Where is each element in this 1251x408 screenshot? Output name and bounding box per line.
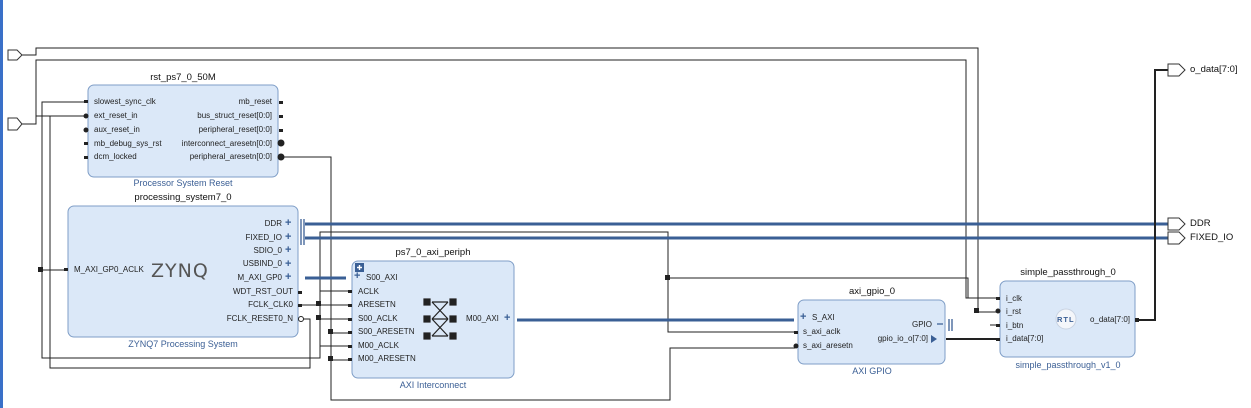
window-edge-strip: [0, 0, 3, 408]
ps7-block-type: ZYNQ7 Processing System: [128, 339, 238, 349]
rst-pin-ext-reset-in: ext_reset_in: [94, 111, 138, 120]
gpio-pin-gpio-io-o: gpio_io_o[7:0]: [877, 334, 928, 343]
periph-pin-aresetn: ARESETN: [358, 300, 396, 309]
periph-pin-s00-aresetn: S00_ARESETN: [358, 327, 415, 336]
rst-block-name: rst_ps7_0_50M: [150, 72, 216, 83]
ddr-port-icon: [1167, 217, 1186, 231]
wire-ext-reset: [21, 115, 86, 125]
junction-dot: [38, 267, 43, 272]
periph-pin-aclk: ACLK: [358, 287, 379, 296]
ps7-pin-sdio-0: SDIO_0: [253, 246, 282, 255]
gpio-block-name: axi_gpio_0: [849, 286, 895, 297]
ps7-pin-ddr: DDR: [264, 219, 282, 228]
plus-icon: [355, 263, 364, 272]
periph-pin-s00-axi: S00_AXI: [366, 273, 398, 282]
junction-dot: [974, 308, 979, 313]
ps7-block: [67, 205, 299, 338]
junction-dot: [328, 329, 333, 334]
sp-pin-i-btn: i_btn: [1006, 321, 1024, 330]
gpio-out-arrow-icon: [931, 335, 937, 343]
sp-pin-o-data: o_data[7:0]: [1089, 315, 1130, 324]
periph-block-type: AXI Interconnect: [399, 380, 467, 390]
rst-pin-peripheral-reset: peripheral_reset[0:0]: [198, 125, 272, 134]
ps7-pin-fclk-clk0: FCLK_CLK0: [248, 300, 293, 309]
sp-block-name: simple_passthrough_0: [1020, 267, 1116, 278]
sp-pin-i-rst: i_rst: [1006, 307, 1022, 316]
wire-sp-clk: [668, 277, 969, 298]
junction-dot: [328, 356, 333, 361]
port-fixed-io-label: FIXED_IO: [1190, 232, 1234, 243]
periph-pin-m00-aresetn: M00_ARESETN: [358, 354, 416, 363]
sp-pin-i-clk: i_clk: [1006, 294, 1023, 303]
o-data-port-icon: [1167, 63, 1186, 77]
fixed-io-port-icon: [1167, 231, 1186, 245]
rst-pin-peripheral-aresetn: peripheral_aresetn[0:0]: [189, 152, 272, 161]
periph-pin-m00-axi: M00_AXI: [466, 314, 499, 323]
sp-pin-i-data: i_data[7:0]: [1006, 334, 1044, 343]
ps7-pin-fixed-io: FIXED_IO: [245, 233, 282, 242]
junction-dot: [316, 315, 321, 320]
periph-block-name: ps7_0_axi_periph: [395, 247, 471, 258]
rst-pin-mb-debug-sys-rst: mb_debug_sys_rst: [94, 139, 162, 148]
gpio-pin-s-axi-aclk: s_axi_aclk: [803, 327, 841, 336]
input-port-1-icon: [7, 49, 23, 61]
wire-periph-aresetn-2: [331, 332, 350, 361]
gpio-block-type: AXI GPIO: [852, 366, 892, 376]
wire-periph-aresetn: [281, 156, 795, 401]
rst-pin-bus-struct-reset: bus_struct_reset[0:0]: [197, 111, 272, 120]
port-o-data-label: o_data[7:0]: [1190, 64, 1238, 75]
periph-out-plus-icon: +: [504, 312, 511, 324]
ps7-pin-m-axi-gp0: M_AXI_GP0: [237, 273, 282, 282]
ps7-plus-icons: +++++: [285, 217, 292, 284]
periph-pin-s00-aclk: S00_ACLK: [358, 314, 398, 323]
periph-pin-m00-aclk: M00_ACLK: [358, 341, 399, 350]
junction-dot: [665, 275, 670, 280]
gpio-plus-icon: +: [800, 311, 807, 323]
rst-pin-interconnect-aresetn: interconnect_aresetn[0:0]: [181, 139, 272, 148]
crossbar-icon: [423, 298, 457, 340]
ps7-block-name: processing_system7_0: [134, 192, 232, 203]
ddr-bus-marks: [300, 219, 305, 245]
ps7-pin-wdt-rst-out: WDT_RST_OUT: [233, 287, 293, 296]
ps7-pin-fclk-reset0-n: FCLK_RESET0_N: [226, 314, 293, 323]
ps7-pin-usbind-0: USBIND_0: [242, 259, 282, 268]
periph-plus-icons: +: [354, 270, 361, 282]
rst-pin-mb-reset: mb_reset: [238, 97, 272, 106]
gpio-bus-icon: [937, 319, 953, 331]
rst-pin-slowest-sync-clk: slowest_sync_clk: [94, 97, 156, 106]
rst-pin-dcm-locked: dcm_locked: [94, 152, 137, 161]
junction-dot: [316, 301, 321, 306]
wire-fclk-reset: [49, 115, 311, 369]
sp-block-type: simple_passthrough_v1_0: [1015, 360, 1121, 370]
ps7-pin-m-axi-gp0-aclk: M_AXI_GP0_ACLK: [74, 265, 144, 274]
input-port-2-icon: [7, 117, 23, 131]
port-ddr-label: DDR: [1190, 218, 1211, 229]
wire-fclk-clk: [302, 290, 350, 347]
rtl-logo-icon: [1055, 308, 1077, 330]
gpio-pin-gpio: GPIO: [911, 320, 932, 329]
wire-gpio-aclk: [319, 231, 795, 333]
rst-pin-aux-reset-in: aux_reset_in: [94, 125, 140, 134]
rtl-logo-text: RTL: [1057, 315, 1075, 324]
bus-o-data: [1138, 69, 1168, 321]
zynq-logo: ZYNQ: [151, 260, 209, 282]
gpio-pin-s-axi-aresetn: s_axi_aresetn: [803, 341, 853, 350]
rst-block-type: Processor System Reset: [133, 178, 233, 188]
gpio-pin-s-axi: S_AXI: [812, 313, 835, 322]
